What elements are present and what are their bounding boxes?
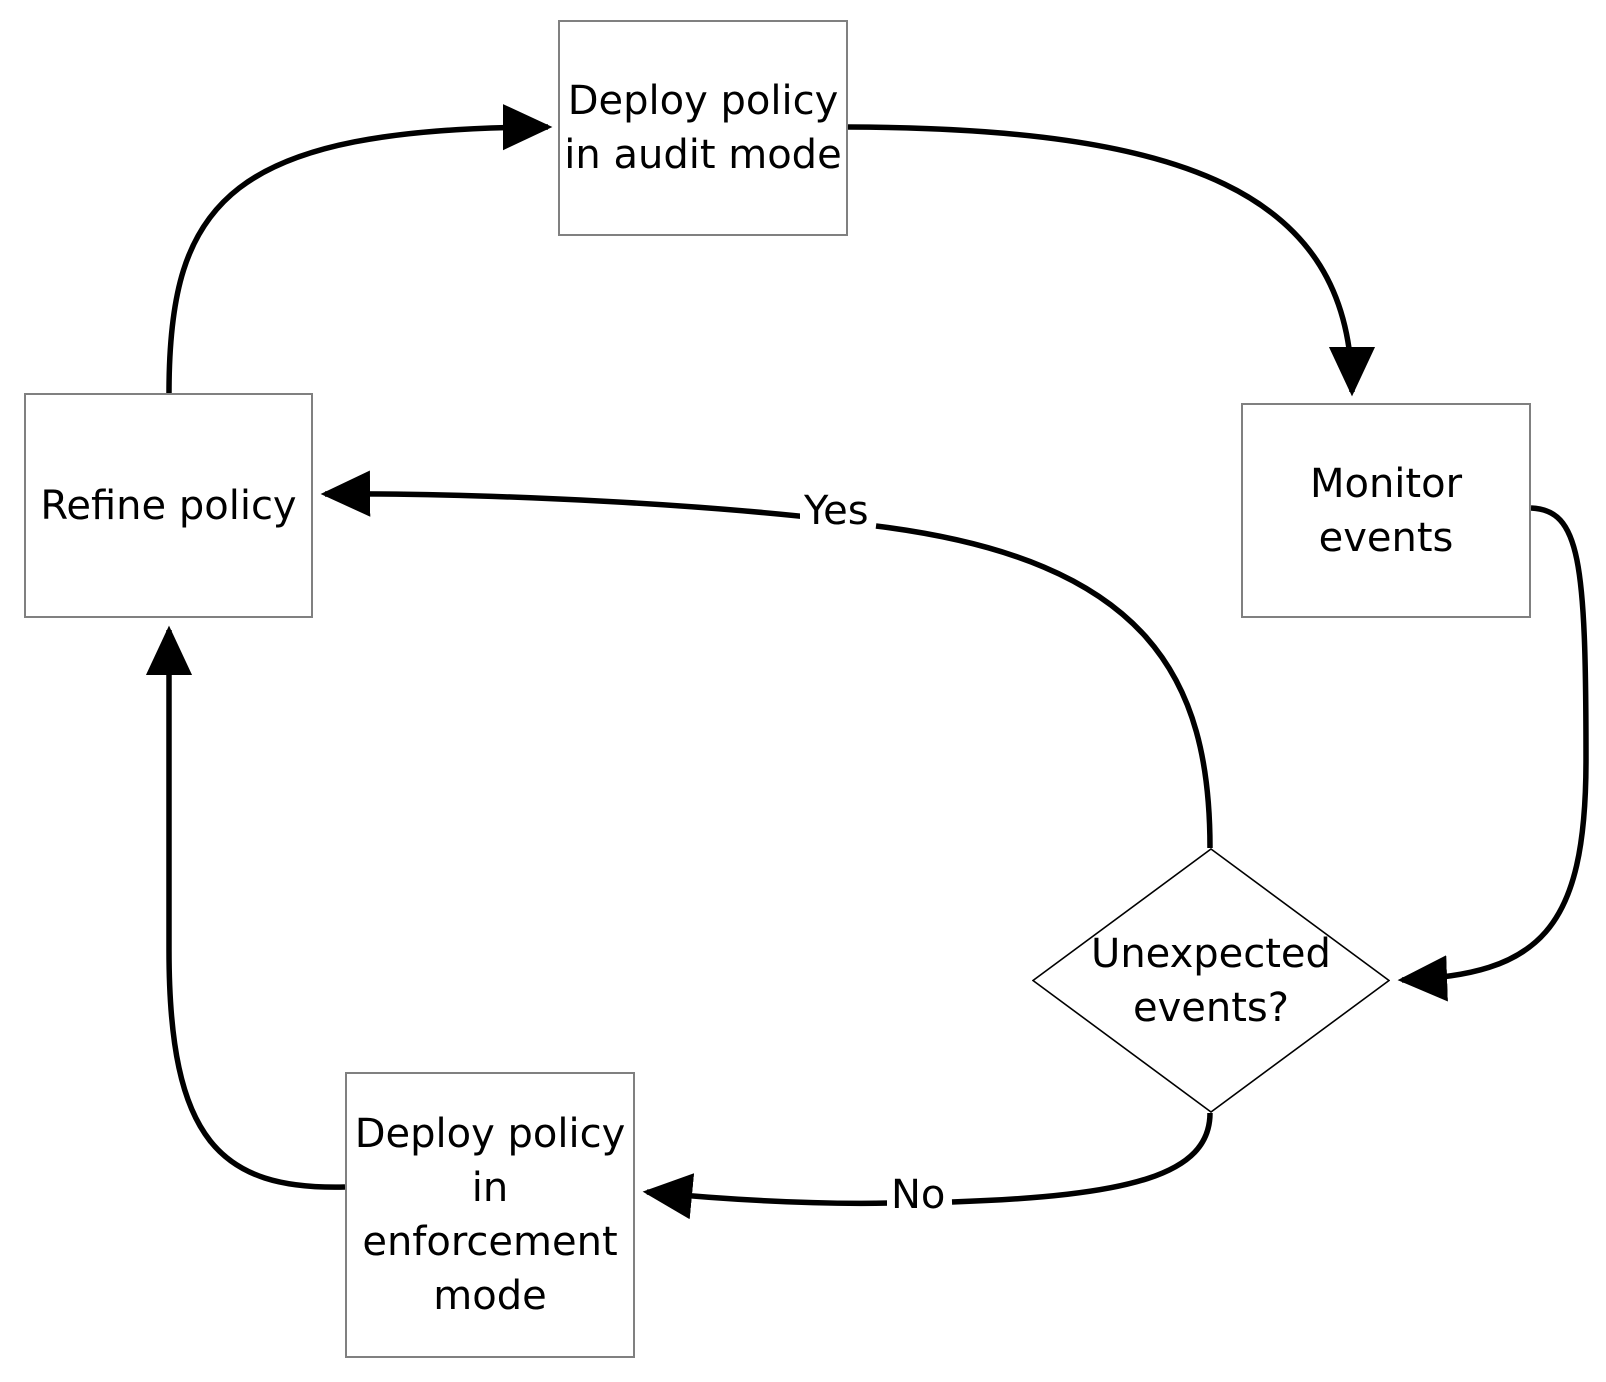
edge-decision-no-to-enforcement <box>951 1112 1213 1205</box>
edge-label-yes: Yes <box>800 491 873 531</box>
edge-refine-to-audit <box>166 104 553 394</box>
node-deploy-policy-audit-mode[interactable]: Deploy policy in audit mode <box>558 20 848 236</box>
edge-decision-no-to-enforcement-tail <box>642 1173 894 1220</box>
edge-decision-yes-to-refine-tail <box>320 470 837 523</box>
node-deploy-policy-enforcement-mode[interactable]: Deploy policy in enforcement mode <box>345 1072 635 1358</box>
diamond-shape <box>1032 848 1390 1113</box>
node-label: Refine policy <box>40 482 297 529</box>
edge-decision-yes-to-refine <box>875 523 1213 849</box>
node-label: Deploy policy in enforcement mode <box>354 1111 626 1319</box>
node-monitor-events[interactable]: Monitor events <box>1241 403 1531 618</box>
node-refine-policy[interactable]: Refine policy <box>24 393 313 618</box>
edge-enforcement-to-refine <box>145 625 346 1190</box>
node-label: Monitor events <box>1309 460 1463 561</box>
node-label: Unexpected events? <box>1091 930 1331 1031</box>
node-label: Deploy policy in audit mode <box>564 78 842 178</box>
edge-audit-to-monitor <box>847 124 1376 397</box>
node-unexpected-events-decision[interactable]: Unexpected events? <box>1032 848 1390 1113</box>
edge-monitor-to-decision <box>1397 505 1589 1002</box>
edge-label-no: No <box>887 1175 950 1215</box>
